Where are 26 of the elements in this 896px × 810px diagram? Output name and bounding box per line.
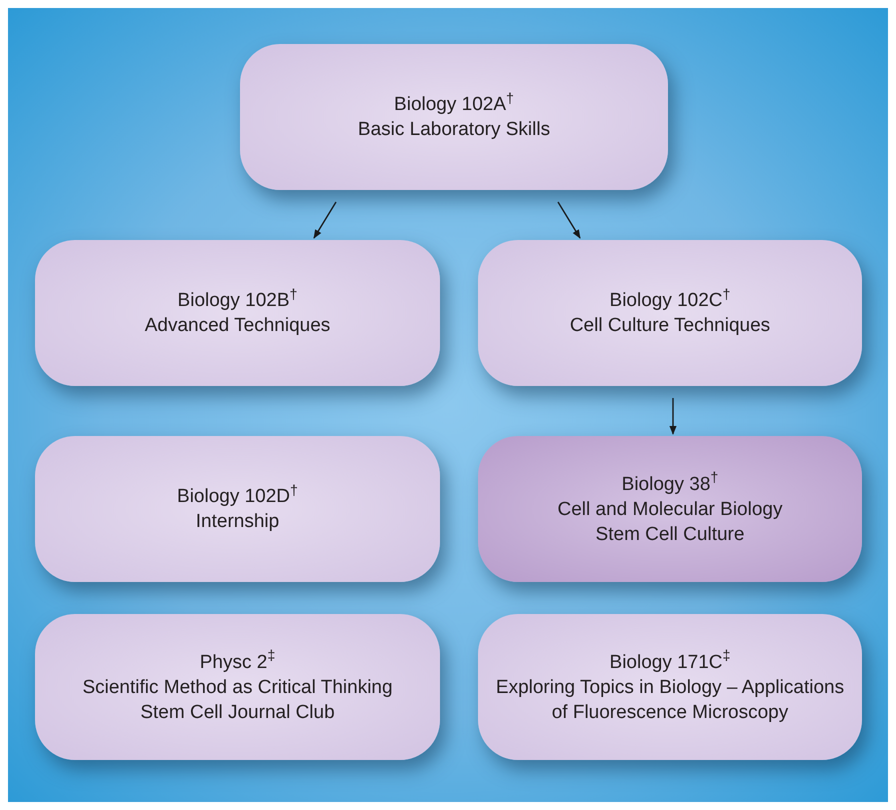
course-box — [478, 240, 862, 386]
course-box — [240, 44, 668, 190]
course-title: Stem Cell Journal Club — [140, 700, 335, 724]
course-code: Biology 102B$^{†}$ — [178, 288, 298, 313]
course-code: Biology 102C$^{†}$ — [610, 288, 730, 313]
course-title: Cell Culture Techniques — [570, 314, 770, 338]
course-code: Biology 102D$^{†}$ — [177, 484, 298, 509]
course-code: Biology 102A$^{†}$ — [394, 92, 514, 117]
course-title: Exploring Topics in Biology – Applications of Fluorescence Microscopy — [494, 676, 846, 724]
arrow — [669, 398, 677, 435]
course-title: Stem Cell Culture — [596, 522, 744, 546]
arrow — [557, 202, 581, 239]
course-title: Cell and Molecular Biology — [558, 498, 782, 522]
course-box — [35, 614, 440, 760]
course-code: Biology 171C$^{‡}$ — [610, 650, 730, 674]
arrow — [313, 202, 337, 239]
course-code: Biology 38$^{†}$ — [622, 472, 718, 496]
course-title: Advanced Techniques — [144, 314, 330, 338]
course-title: Scientific Method as Critical Thinking — [82, 676, 393, 700]
course-title: Internship — [196, 510, 280, 534]
course-code: Physc 2$^{‡}$ — [200, 650, 276, 674]
course-box — [478, 436, 862, 582]
course-box — [35, 436, 440, 582]
course-box — [35, 240, 440, 386]
course-title: Basic Laboratory Skills — [358, 118, 550, 142]
course-box — [478, 614, 862, 760]
